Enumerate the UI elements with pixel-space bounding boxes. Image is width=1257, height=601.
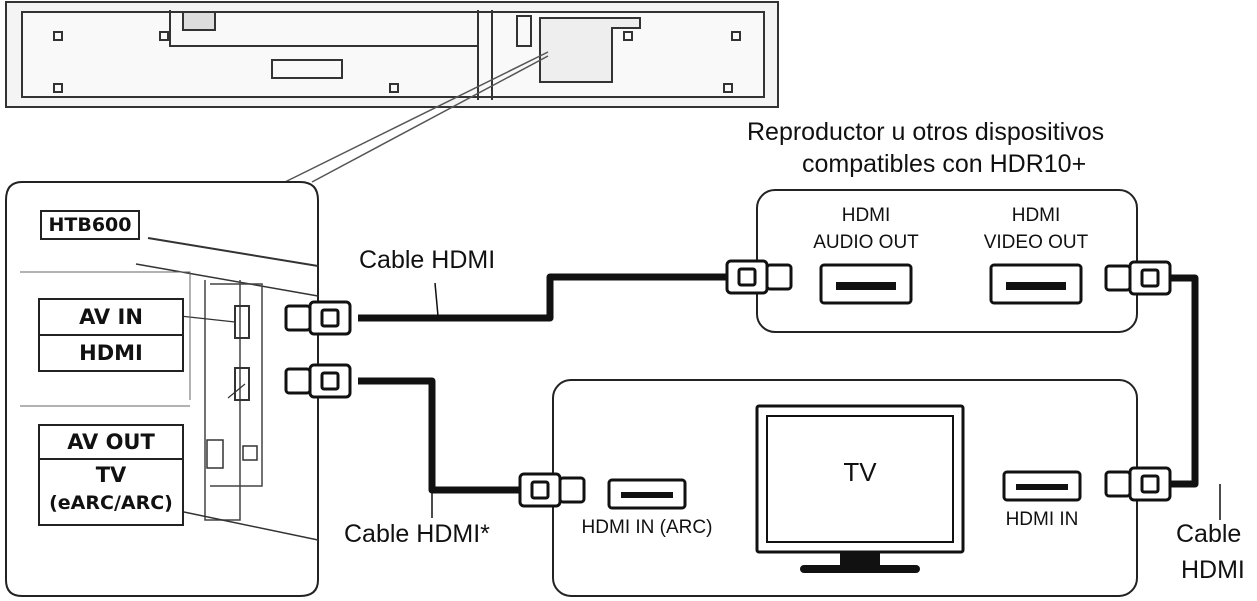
- cable-bottom-label: Cable HDMI*: [344, 520, 490, 548]
- av-out-tv-label-group: AV OUT TV (eARC/ARC): [38, 424, 184, 526]
- plug-player-video-out: [1104, 260, 1172, 296]
- cable-top-label: Cable HDMI: [359, 246, 496, 274]
- audio-out-label-line2: AUDIO OUT: [813, 232, 919, 253]
- plug-soundbar-hdmi: [284, 300, 352, 336]
- plug-player-audio-out: [725, 259, 793, 295]
- cable-pointers: [431, 282, 1221, 520]
- soundbar-illustration: [5, 1, 779, 108]
- av-in-hdmi-label-group: AV IN HDMI: [38, 298, 184, 372]
- audio-out-label-line1: HDMI: [841, 205, 891, 226]
- inset-panel: [5, 181, 319, 597]
- plug-soundbar-tv: [284, 363, 352, 399]
- plug-tv-hdmi-in-arc: [518, 472, 586, 508]
- plug-tv-hdmi-in: [1104, 466, 1172, 502]
- cable-right: [1162, 274, 1199, 488]
- hdmi-in-arc-label: HDMI IN (ARC): [581, 517, 713, 538]
- hdmi-in-label: HDMI IN: [1005, 509, 1079, 530]
- hdmi-label: HDMI: [79, 341, 143, 365]
- player-title-line2: compatibles con HDR10+: [802, 150, 1087, 178]
- tv-box: [552, 379, 1138, 597]
- av-out-label: AV OUT: [40, 426, 182, 460]
- video-out-label-line1: HDMI: [1011, 205, 1061, 226]
- player-title-line1: Reproductor u otros dispositivos: [747, 118, 1105, 146]
- cable-top: [358, 273, 727, 322]
- video-out-label-line2: VIDEO OUT: [983, 232, 1089, 253]
- tv-port-label: TV: [95, 463, 127, 487]
- plugs: [284, 259, 1172, 508]
- cable-right-label-line2: HDMI: [1181, 556, 1245, 584]
- model-label: HTB600: [40, 210, 140, 240]
- earc-label: (eARC/ARC): [49, 492, 173, 514]
- tv-screen-label: TV: [843, 457, 877, 487]
- zoom-lines: [284, 51, 549, 183]
- cable-bottom: [358, 377, 520, 494]
- cables: [358, 273, 1199, 494]
- cable-right-label-line1: Cable: [1176, 520, 1242, 548]
- av-in-label: AV IN: [40, 300, 182, 336]
